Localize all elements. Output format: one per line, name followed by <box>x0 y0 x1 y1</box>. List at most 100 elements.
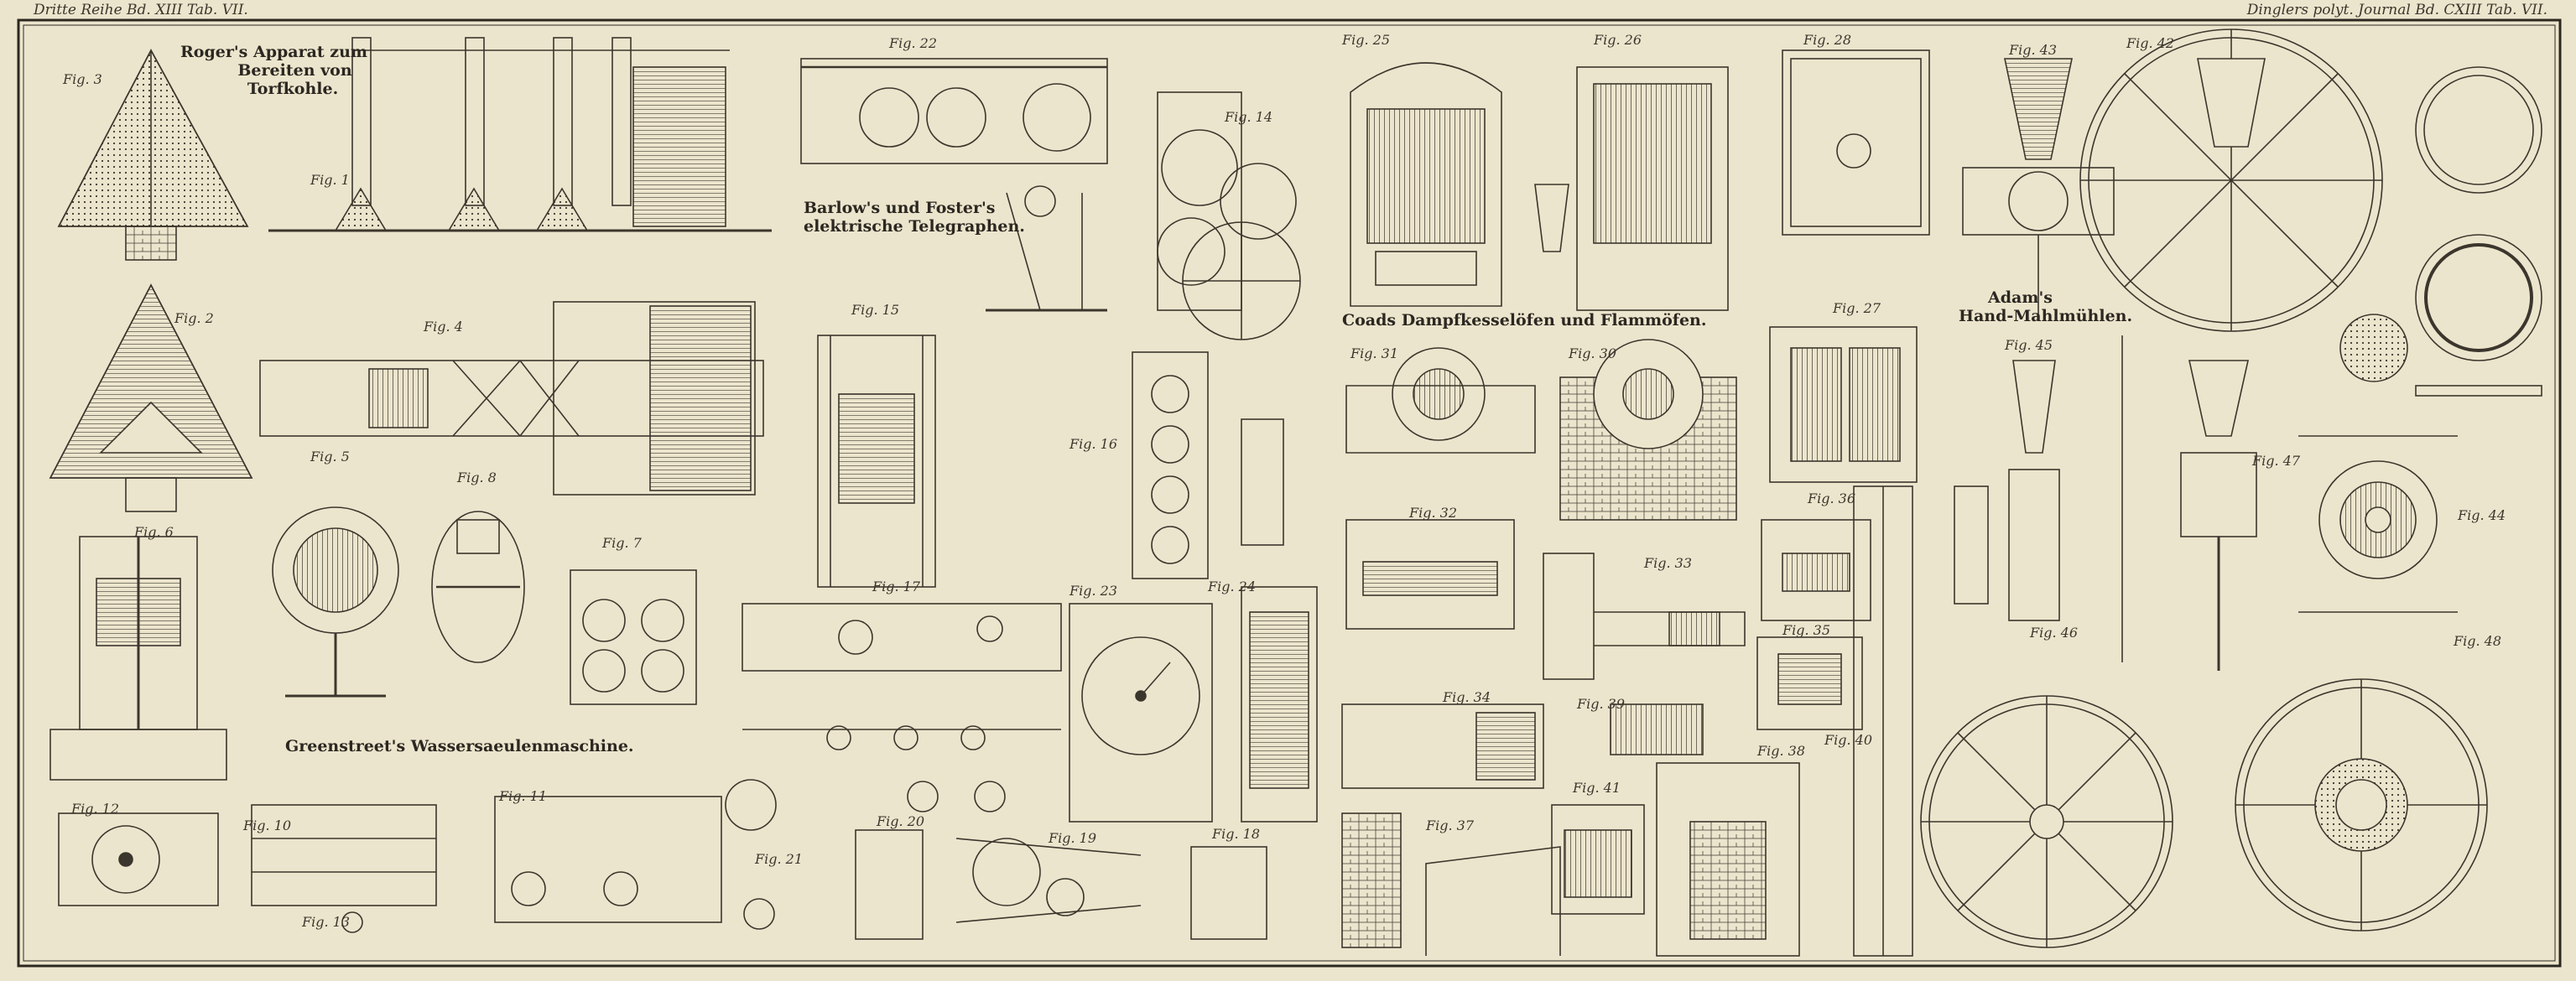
caption-adam-line1: Adam's <box>1988 288 2053 307</box>
fig-label-23: Fig. 23 <box>1069 583 1117 599</box>
fig-label-18: Fig. 18 <box>1212 826 1260 842</box>
fig-38-drawing <box>1656 762 1800 957</box>
fig-label-10: Fig. 10 <box>243 818 291 833</box>
fig-label-5: Fig. 5 <box>310 449 350 465</box>
fig-label-40: Fig. 40 <box>1824 732 1872 748</box>
fig-37-drawing <box>1341 812 1561 956</box>
fig-25-drawing <box>1350 62 1502 307</box>
fig-14-drawing <box>1157 91 1301 340</box>
fig-15-drawing <box>817 335 936 588</box>
caption-roger-line3: Torfkohle. <box>247 79 339 98</box>
fig-label-34: Fig. 34 <box>1443 689 1491 705</box>
plate-header-right: Dinglers polyt. Journal Bd. CXIII Tab. V… <box>2246 2 2547 18</box>
fig-23-drawing <box>1069 603 1213 823</box>
fig-46-drawing <box>1920 695 2173 948</box>
fig-8-drawing <box>431 511 525 663</box>
fig-label-26: Fig. 26 <box>1594 32 1642 48</box>
caption-roger: Roger's Apparat zum Bereiten von Torfkoh… <box>180 43 368 99</box>
fig-5-drawing <box>272 506 399 698</box>
fig-31-drawing <box>1345 347 1536 454</box>
fig-label-6: Fig. 6 <box>134 524 174 540</box>
caption-barlow-line1: Barlow's und Foster's <box>804 199 996 217</box>
fig-label-32: Fig. 32 <box>1409 505 1457 521</box>
fig-label-7: Fig. 7 <box>602 535 642 551</box>
fig-39-drawing <box>1610 703 1704 755</box>
fig-label-1: Fig. 1 <box>310 172 350 188</box>
fig-label-45: Fig. 45 <box>2005 337 2053 353</box>
caption-adam-line2: Hand-Mahlmühlen. <box>1959 306 2133 325</box>
fig-label-25: Fig. 25 <box>1342 32 1390 48</box>
fig-28-drawing <box>1782 49 1930 236</box>
fig-label-44: Fig. 44 <box>2458 507 2506 523</box>
fig-33-drawing <box>1543 553 1746 680</box>
fig-label-14: Fig. 14 <box>1225 109 1272 125</box>
fig-label-8: Fig. 8 <box>457 470 497 485</box>
fig-label-4: Fig. 4 <box>424 319 463 335</box>
rings-drawing <box>2339 66 2542 397</box>
fig-label-42: Fig. 42 <box>2126 35 2174 51</box>
fig-41-drawing <box>1551 804 1645 915</box>
fig-label-24: Fig. 24 <box>1208 579 1256 594</box>
fig-label-30: Fig. 30 <box>1569 345 1616 361</box>
fig-4-drawing <box>259 301 764 496</box>
fig-27-drawing <box>1769 326 1918 483</box>
fig-label-15: Fig. 15 <box>851 302 899 318</box>
caption-roger-line1: Roger's Apparat zum <box>180 43 368 61</box>
caption-greenstreet: Greenstreet's Wassersaeulenmaschine. <box>285 737 634 755</box>
fig-label-48: Fig. 48 <box>2454 633 2501 649</box>
fig-3-drawing <box>57 49 249 261</box>
fig-36-drawing <box>1761 519 1871 621</box>
fig-label-2: Fig. 2 <box>174 310 214 326</box>
fig-35-drawing <box>1756 636 1863 730</box>
fig-label-13: Fig. 13 <box>302 914 350 930</box>
fig-label-31: Fig. 31 <box>1350 345 1398 361</box>
fig-label-38: Fig. 38 <box>1757 743 1805 759</box>
fig-16-drawing <box>986 185 1284 579</box>
fig-17-drawing <box>742 603 1062 750</box>
fig-10-13-11-drawing <box>251 779 777 933</box>
caption-adam: Adam's Hand-Mahlmühlen. <box>1959 288 2133 326</box>
fig-label-47: Fig. 47 <box>2252 453 2300 469</box>
fig-label-17: Fig. 17 <box>872 579 920 594</box>
fig-label-36: Fig. 36 <box>1808 490 1855 506</box>
caption-barlow-line2: elektrische Telegraphen. <box>804 216 1025 236</box>
plate-border <box>17 18 2562 968</box>
fig-45-drawing <box>1954 335 2123 662</box>
fig-label-28: Fig. 28 <box>1803 32 1851 48</box>
fig-label-22: Fig. 22 <box>889 35 937 51</box>
fig-label-19: Fig. 19 <box>1049 830 1096 846</box>
fig-7-drawing <box>570 569 697 705</box>
caption-barlow: Barlow's und Foster's elektrische Telegr… <box>804 199 1025 236</box>
fig-44-drawing <box>2298 435 2458 613</box>
fig-label-39: Fig. 39 <box>1577 696 1625 712</box>
fig-22-drawing <box>800 58 1108 164</box>
plate-header-left: Dritte Reihe Bd. XIII Tab. VII. <box>34 2 248 18</box>
fig-label-43: Fig. 43 <box>2009 42 2057 58</box>
fig-label-27: Fig. 27 <box>1833 300 1881 316</box>
fig-label-41: Fig. 41 <box>1573 780 1621 796</box>
fig-label-37: Fig. 37 <box>1426 818 1474 833</box>
fig-label-11: Fig. 11 <box>499 788 547 804</box>
caption-coad: Coads Dampfkesselöfen und Flammöfen. <box>1342 311 1707 330</box>
fig-24-drawing <box>1241 586 1318 823</box>
fig-26-drawing <box>1534 66 1729 311</box>
fig-label-21: Fig. 21 <box>755 851 803 867</box>
fig-label-16: Fig. 16 <box>1069 436 1117 452</box>
fig-48-drawing <box>2235 678 2488 932</box>
fig-43-drawing <box>1962 58 2115 319</box>
caption-roger-line2: Bereiten von <box>237 60 352 80</box>
fig-label-33: Fig. 33 <box>1644 555 1692 571</box>
fig-32-drawing <box>1345 519 1515 630</box>
fig-1-drawing <box>268 37 772 232</box>
fig-20-19-18-drawing <box>855 781 1267 940</box>
fig-label-12: Fig. 12 <box>71 801 119 817</box>
fig-47-drawing <box>2180 360 2257 671</box>
fig-12-drawing <box>58 812 219 906</box>
fig-label-3: Fig. 3 <box>63 71 102 87</box>
fig-30-drawing <box>1559 339 1737 521</box>
fig-label-20: Fig. 20 <box>877 813 924 829</box>
fig-42-drawing <box>2079 29 2383 332</box>
fig-label-46: Fig. 46 <box>2030 625 2078 641</box>
